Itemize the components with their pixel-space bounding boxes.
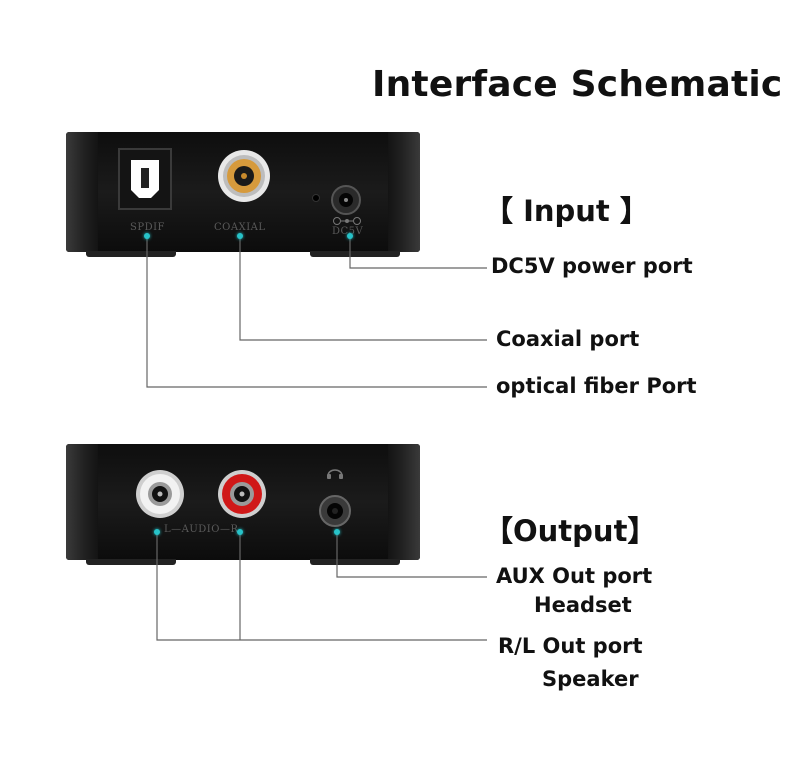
dot-audio-left [154,529,160,535]
leader-dc [349,236,487,269]
indicator-hole [312,194,320,202]
output-panel-device: L—AUDIO—R [66,444,420,565]
leader-coaxial [239,236,487,341]
callout-coaxial: Coaxial port [496,327,640,351]
spdif-label: SPDIF [130,222,165,233]
page-title: Interface Schematic [372,64,783,105]
dot-optical [144,233,150,239]
coaxial-port-icon [218,150,270,202]
callout-dc-power: DC5V power port [491,254,693,278]
input-panel-device: SPDIF COAXIAL DC5V [66,132,420,257]
callout-aux-line2: Headset [534,593,632,617]
callout-optical: optical fiber Port [496,374,697,398]
dot-dc [347,233,353,239]
dot-coaxial [237,233,243,239]
rca-white-port-icon [136,470,184,518]
leader-aux [336,532,487,578]
audio-label: L—AUDIO—R [164,524,239,535]
dot-aux [334,529,340,535]
optical-port-icon [118,148,172,210]
leader-rl [156,532,487,641]
headphone-icon [327,469,343,479]
callout-aux-line1: AUX Out port [496,564,653,588]
rca-red-port-icon [218,470,266,518]
dc-jack-icon [331,185,361,215]
input-heading: 【 Input 】 [484,194,649,228]
dc-label: DC5V [332,226,364,237]
dot-audio-right [237,529,243,535]
callout-rl-line2: Speaker [542,667,639,691]
aux-jack-icon [319,495,351,527]
leader-optical [146,236,487,388]
polarity-icon [333,217,361,225]
output-heading: 【Output】 [484,514,657,548]
callout-rl-line1: R/L Out port [498,634,643,658]
coaxial-label: COAXIAL [214,222,266,233]
